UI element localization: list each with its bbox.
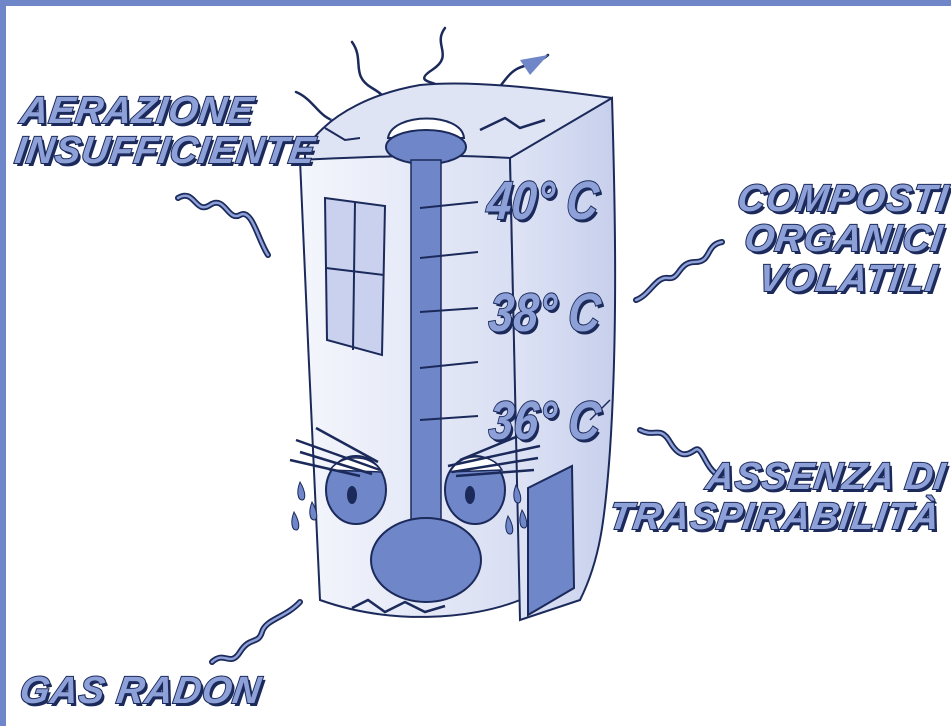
label-aerazione-insufficiente: AERAZIONE INSUFFICIENTE xyxy=(11,89,323,173)
label-assenza-traspirabilita: ASSENZA DI TRASPIRABILITÀ xyxy=(606,455,950,539)
label-line: COMPOSTI xyxy=(734,177,951,221)
label-line: ASSENZA DI xyxy=(703,455,950,499)
left-eye-icon xyxy=(289,426,387,525)
thermometer-icon xyxy=(370,117,482,603)
label-line: ORGANICI xyxy=(741,217,947,261)
label-composti-organici-volatili: COMPOSTI ORGANICI VOLATILI xyxy=(724,177,951,301)
temp-label-36: 36° C xyxy=(486,390,604,452)
sweat-drops-icon xyxy=(291,480,528,535)
window-icon xyxy=(323,196,387,357)
label-line: INSUFFICIENTE xyxy=(11,129,319,173)
label-gas-radon: GAS RADON xyxy=(16,669,265,713)
door-icon xyxy=(527,464,576,617)
label-line: AERAZIONE xyxy=(17,89,258,133)
temp-label-40: 40° C xyxy=(484,170,602,232)
right-eye-icon xyxy=(444,430,541,525)
label-line: VOLATILI xyxy=(755,257,941,301)
temp-label-38: 38° C xyxy=(486,282,604,344)
label-line: TRASPIRABILITÀ xyxy=(606,495,945,539)
